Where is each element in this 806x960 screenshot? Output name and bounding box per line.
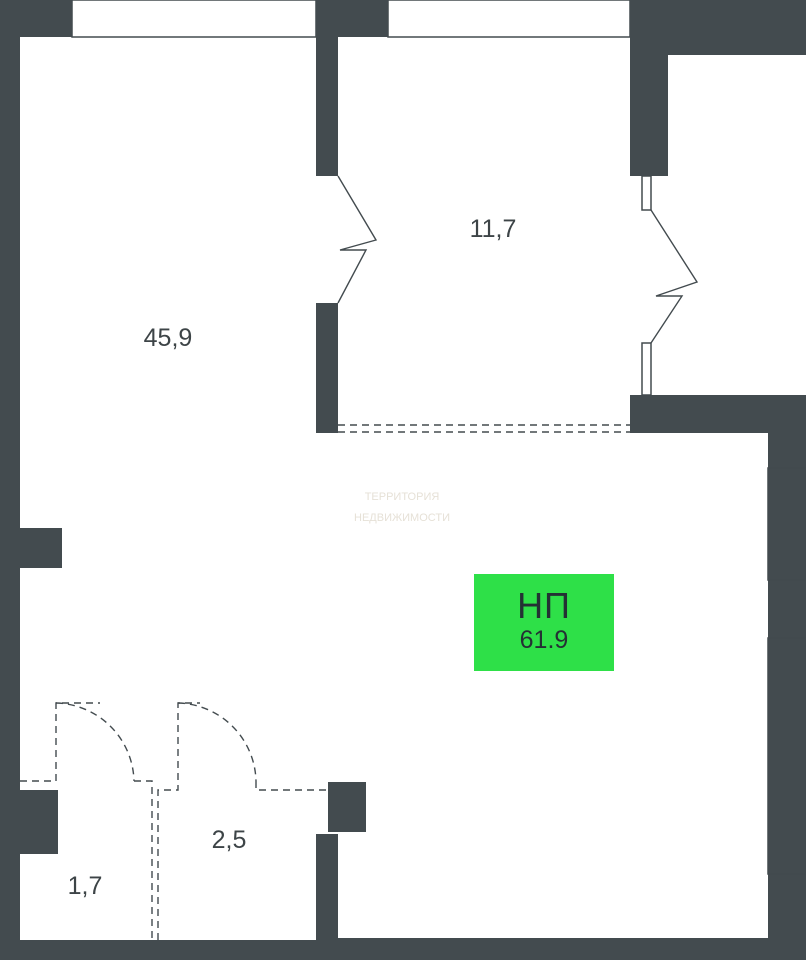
wc-door-arc bbox=[55, 702, 135, 782]
bath-boundary bbox=[255, 781, 328, 791]
wall-bottom bbox=[0, 940, 338, 960]
wall-bedroom-left-upper bbox=[316, 0, 338, 176]
wall-wc-stub bbox=[0, 790, 58, 854]
room-area-main: 45,9 bbox=[144, 324, 193, 352]
window-right-lower bbox=[767, 637, 806, 875]
wall-bedroom-left-lower bbox=[316, 303, 338, 433]
watermark-line2: НЕДВИЖИМОСТИ bbox=[354, 512, 450, 524]
wall-bathroom-right bbox=[316, 834, 338, 960]
unit-badge: НП 61.9 bbox=[474, 574, 614, 671]
balcony-frame-upper bbox=[641, 175, 652, 211]
wall-right-outer bbox=[768, 395, 806, 960]
bath-door-arc bbox=[177, 702, 257, 782]
balcony-frame-lower bbox=[641, 342, 652, 396]
wc-boundary bbox=[20, 702, 100, 782]
partition-wc-bath-2 bbox=[157, 702, 200, 940]
room-area-wc: 1,7 bbox=[68, 872, 103, 900]
balcony-door bbox=[650, 209, 699, 344]
wall-bottom-right bbox=[316, 938, 806, 960]
window-right-upper bbox=[767, 467, 806, 581]
unit-code: НП bbox=[517, 585, 571, 626]
room-area-bathroom: 2,5 bbox=[212, 826, 247, 854]
watermark-line1: ТЕРРИТОРИЯ bbox=[365, 491, 440, 503]
wall-left-stub bbox=[0, 528, 62, 568]
wall-bathroom-stub bbox=[328, 782, 366, 832]
unit-total-area: 61.9 bbox=[519, 626, 569, 654]
bedroom-door bbox=[337, 175, 378, 304]
partition-wc-bath bbox=[134, 780, 153, 940]
wall-bedroom-right-upper bbox=[630, 0, 668, 176]
window-top-left bbox=[71, 0, 317, 38]
wall-left-outer bbox=[0, 0, 20, 960]
window-top-right bbox=[387, 0, 631, 38]
room-area-bedroom: 11,7 bbox=[470, 215, 517, 243]
